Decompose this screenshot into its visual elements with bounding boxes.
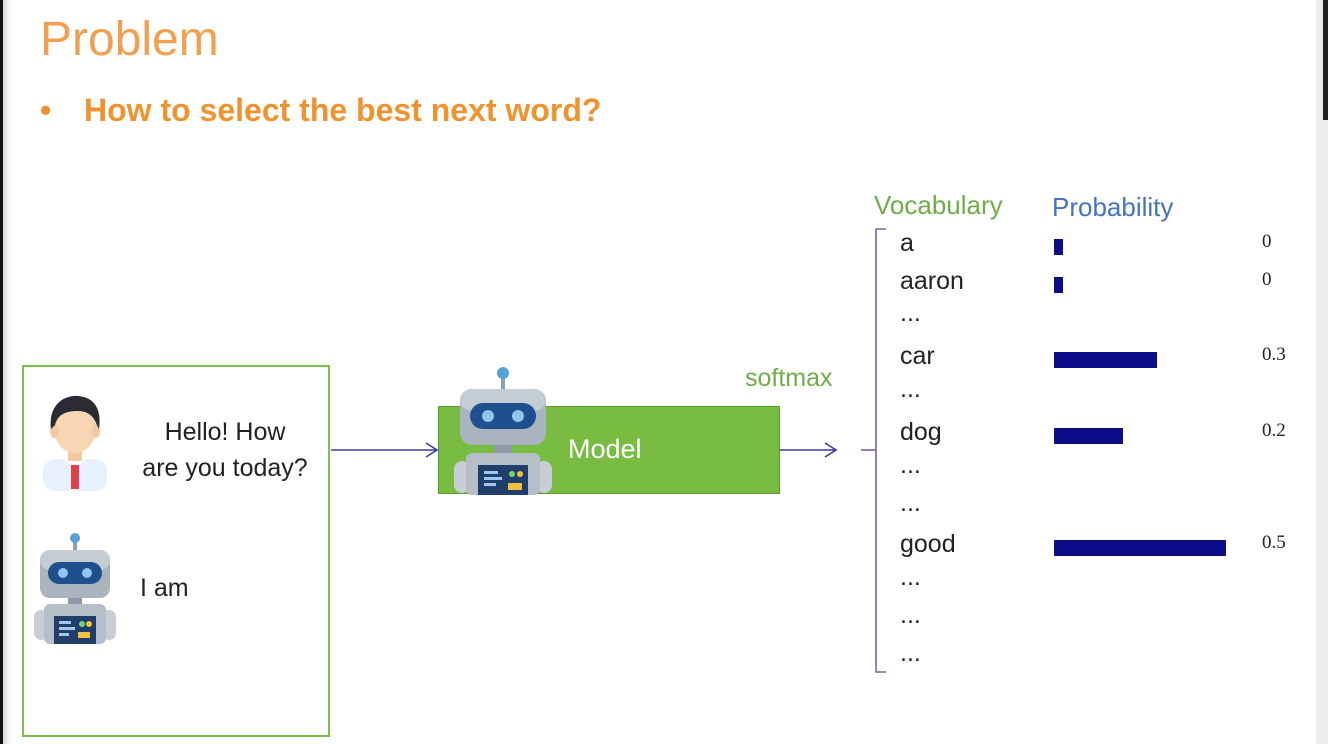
bullet-point: • How to select the best next word?	[40, 92, 602, 128]
vocabulary-word: aaron	[900, 267, 964, 295]
vocabulary-word: ...	[900, 299, 921, 327]
probability-value: 0.2	[1262, 420, 1286, 441]
input-arrow	[331, 442, 439, 458]
bullet-text: How to select the best next word?	[84, 92, 602, 128]
vocabulary-word: ...	[900, 601, 921, 629]
vocabulary-word: ...	[900, 639, 921, 667]
probability-value: 0	[1262, 269, 1272, 290]
user-message-line-2: are you today?	[142, 454, 308, 482]
vocabulary-word: ...	[900, 489, 921, 517]
vocabulary-word: ...	[900, 375, 921, 403]
user-message-line-1: Hello! How	[164, 418, 286, 446]
slide-left-edge	[0, 0, 3, 744]
user-message: Hello! How are you today?	[128, 414, 322, 486]
vocabulary-word: ...	[900, 563, 921, 591]
probability-bar	[1054, 277, 1063, 293]
vocabulary-bracket	[861, 228, 886, 673]
probability-header: Probability	[1052, 192, 1174, 222]
vocabulary-header: Vocabulary	[874, 190, 1003, 220]
slide-left-shadow	[3, 0, 11, 744]
output-arrow	[780, 442, 838, 458]
person-icon	[43, 395, 107, 491]
vocabulary-word: good	[900, 530, 956, 558]
model-robot-icon	[454, 367, 552, 495]
probability-value: 0	[1262, 231, 1272, 252]
slide-right-edge	[1316, 0, 1328, 744]
vocabulary-word: ...	[900, 451, 921, 479]
probability-value: 0.3	[1262, 344, 1286, 365]
conversation-box	[22, 365, 330, 737]
vocabulary-word: a	[900, 229, 914, 257]
bot-message: I am	[140, 574, 189, 602]
probability-bar	[1054, 428, 1123, 444]
probability-value: 0.5	[1262, 532, 1286, 553]
robot-icon	[34, 533, 116, 644]
vocabulary-word: car	[900, 342, 935, 370]
slide-title: Problem	[40, 13, 219, 66]
softmax-label: softmax	[745, 364, 833, 392]
probability-bar	[1054, 239, 1063, 255]
bullet-marker: •	[40, 92, 52, 128]
probability-bar	[1054, 352, 1158, 368]
vocabulary-word: dog	[900, 418, 942, 446]
probability-bar	[1054, 540, 1226, 556]
model-label: Model	[568, 434, 642, 464]
